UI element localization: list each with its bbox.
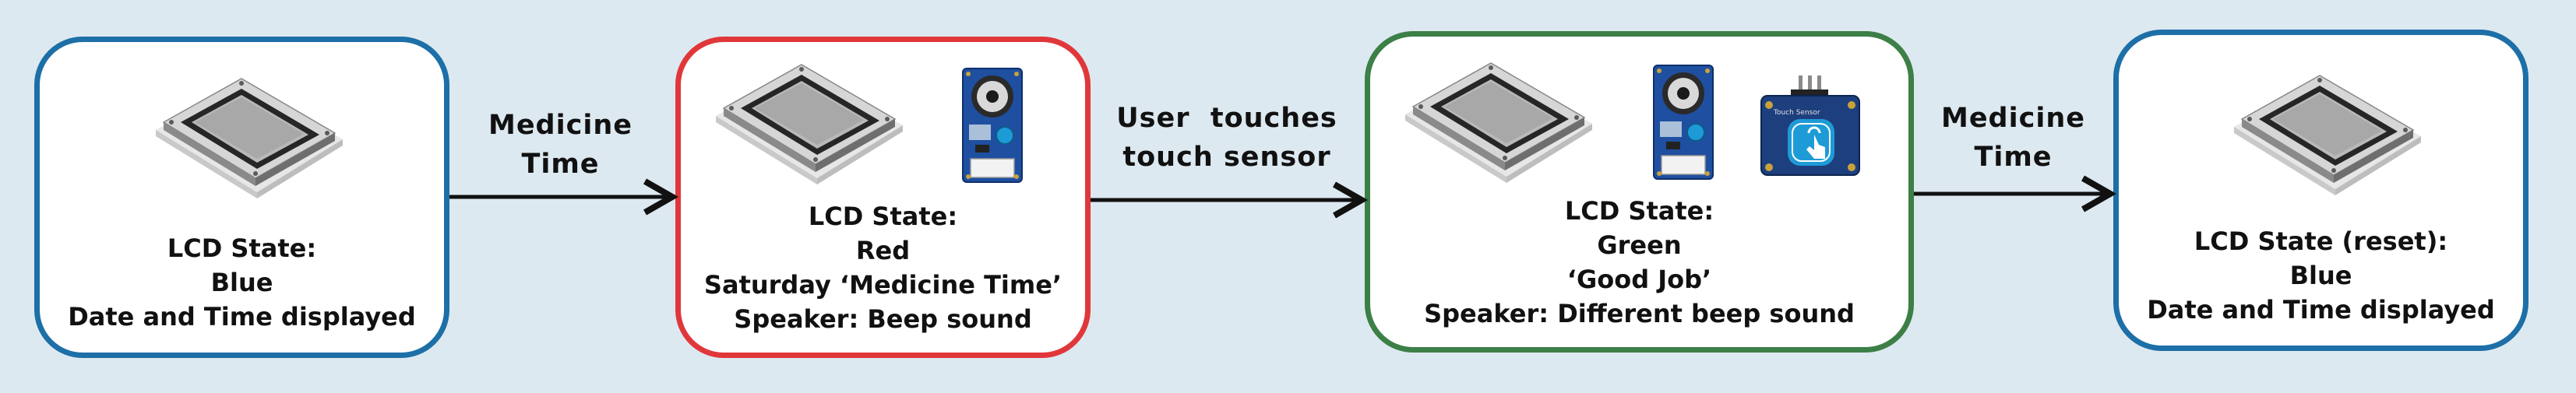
state-label-line: ‘Good Job’ xyxy=(1566,265,1712,294)
transition-label-line: Time xyxy=(1974,142,2053,173)
transition-label: Medicine Time xyxy=(453,106,668,184)
transition-label-line: User touches xyxy=(1116,103,1337,134)
state-label-line: Date and Time displayed xyxy=(2147,295,2495,325)
transition-label-line: Medicine xyxy=(488,110,633,141)
touch-sensor-icon: Touch Sensor xyxy=(1760,75,1860,176)
state-label-line: Speaker: Beep sound xyxy=(734,304,1032,334)
touch-sensor-caption: Touch Sensor xyxy=(1773,109,1820,117)
transition-label: User touches touch sensor xyxy=(1094,99,1359,177)
state-label-line: Blue xyxy=(210,268,273,297)
transition-label-line: touch sensor xyxy=(1122,142,1331,173)
state-box-initial: LCD State: Blue Date and Time displayed xyxy=(34,37,449,358)
transition-label: Medicine Time xyxy=(1918,99,2109,177)
state-label-line: Green xyxy=(1597,230,1682,260)
transition-label-line: Medicine xyxy=(1940,103,2086,134)
state-label-line: LCD State: xyxy=(1564,196,1714,226)
state-label-line: Date and Time displayed xyxy=(68,302,416,332)
state-label-line: Red xyxy=(855,236,911,265)
state-label-line: Speaker: Different beep sound xyxy=(1424,299,1855,328)
state-box-reset: LCD State (reset): Blue Date and Time di… xyxy=(2113,30,2528,351)
state-label-line: LCD State (reset): xyxy=(2194,226,2448,256)
state-label-line: Blue xyxy=(2289,261,2352,290)
state-box-good-job: Touch Sensor LCD State: Green ‘Good Job’… xyxy=(1365,31,1914,353)
state-label-line: LCD State: xyxy=(808,202,958,231)
state-label: LCD State: Green ‘Good Job’ Speaker: Dif… xyxy=(1370,194,1908,331)
transition-label-line: Time xyxy=(521,149,600,180)
state-label: LCD State: Red Saturday ‘Medicine Time’ … xyxy=(681,199,1085,336)
state-label: LCD State (reset): Blue Date and Time di… xyxy=(2119,224,2523,327)
state-label-line: Saturday ‘Medicine Time’ xyxy=(703,270,1062,300)
state-label: LCD State: Blue Date and Time displayed xyxy=(40,231,444,334)
state-label-line: LCD State: xyxy=(167,233,317,263)
